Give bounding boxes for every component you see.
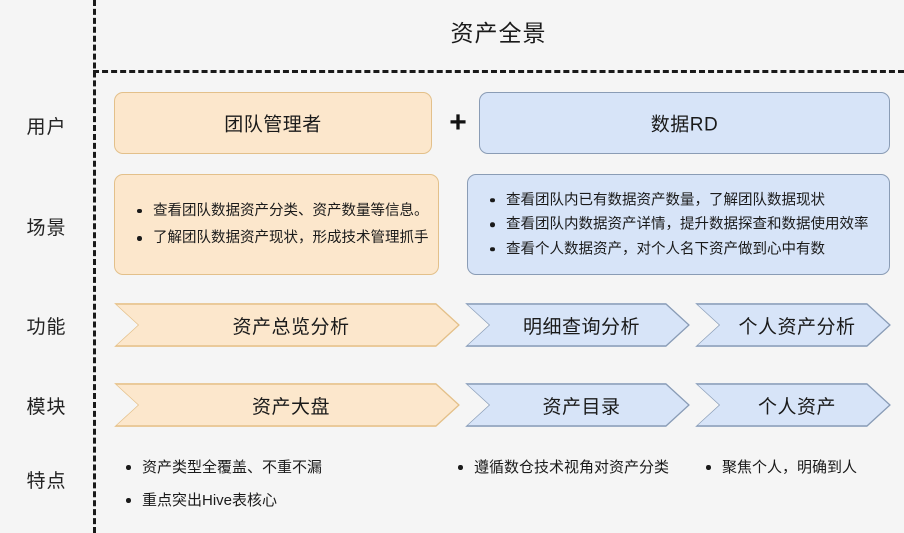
page-title: 资产全景 [450,20,547,46]
plus-connector-icon: + [449,106,467,139]
feature-list-asset-dashboard: 资产类型全覆盖、不重不漏 重点突出Hive表核心 [120,460,322,526]
function-chevron-personal-asset: 个人资产分析 [695,303,891,347]
module-chevron-asset-dashboard: 资产大盘 [114,383,460,427]
list-item: 了解团队数据资产现状，形成技术管理抓手 [131,231,429,246]
list-item: 重点突出Hive表核心 [120,493,322,508]
row-label-user: 用户 [26,117,67,138]
vertical-dashed-divider [93,0,96,533]
user-box-team-manager: 团队管理者 [114,92,432,154]
list-item: 查看个人数据资产，对个人名下资产做到心中有数 [484,242,879,257]
function-chevron-label: 明细查询分析 [522,316,640,338]
scene-box-team-manager: 查看团队数据资产分类、资产数量等信息。 了解团队数据资产现状，形成技术管理抓手 [114,174,439,275]
module-chevron-label: 资产目录 [542,396,621,418]
module-chevron-label: 个人资产 [757,396,836,418]
list-item: 资产类型全覆盖、不重不漏 [120,460,322,475]
feature-list-personal-asset: 聚焦个人，明确到人 [700,460,857,493]
module-chevron-personal-asset: 个人资产 [695,383,891,427]
row-label-scene: 场景 [26,218,67,239]
list-item: 查看团队数据资产分类、资产数量等信息。 [131,203,429,219]
scene-bullet-list-left: 查看团队数据资产分类、资产数量等信息。 了解团队数据资产现状，形成技术管理抓手 [131,191,429,259]
scene-bullet-list-right: 查看团队内已有数据资产数量，了解团队数据现状 查看团队内数据资产详情，提升数据探… [484,183,879,267]
scene-box-data-rd: 查看团队内已有数据资产数量，了解团队数据现状 查看团队内数据资产详情，提升数据探… [467,174,890,275]
list-item: 查看团队内数据资产详情，提升数据探查和数据使用效率 [484,217,879,232]
user-box-data-rd-label: 数据RD [650,114,719,136]
feature-list-asset-catalog: 遵循数仓技术视角对资产分类 [452,460,669,493]
row-label-feature: 特点 [26,471,67,492]
user-box-data-rd: 数据RD [479,92,890,154]
function-chevron-asset-overview: 资产总览分析 [114,303,460,347]
list-item: 聚焦个人，明确到人 [700,460,857,475]
list-item: 遵循数仓技术视角对资产分类 [452,460,669,475]
row-label-module: 模块 [26,397,67,418]
function-chevron-label: 资产总览分析 [232,316,350,338]
module-chevron-asset-catalog: 资产目录 [465,383,690,427]
row-label-function: 功能 [26,317,67,338]
list-item: 查看团队内已有数据资产数量，了解团队数据现状 [484,193,879,208]
module-chevron-label: 资产大盘 [251,396,330,418]
function-chevron-detail-query: 明细查询分析 [465,303,690,347]
function-chevron-label: 个人资产分析 [738,316,856,338]
user-box-team-manager-label: 团队管理者 [224,114,322,136]
horizontal-dashed-divider [93,70,904,73]
